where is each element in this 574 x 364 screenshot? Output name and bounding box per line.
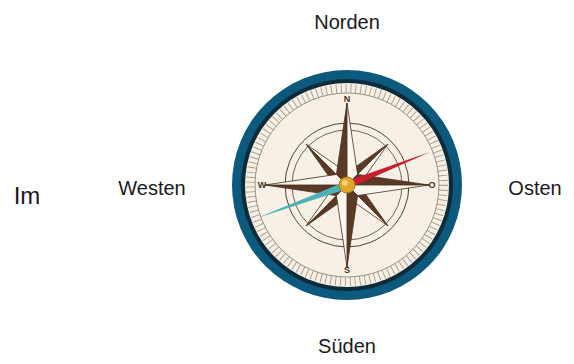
direction-label: Süden (318, 335, 376, 357)
direction-label: Osten (508, 177, 561, 199)
compass-letter: W (258, 181, 267, 191)
caption-fragment: Im (14, 183, 41, 209)
compass-needle (257, 152, 430, 218)
direction-label: Westen (118, 177, 185, 199)
tick-inner-circle (255, 93, 439, 277)
star-point (347, 103, 358, 185)
star-point (336, 185, 347, 267)
direction-label: Norden (314, 11, 380, 33)
outer-ring (232, 70, 462, 300)
needle-north (347, 152, 430, 189)
pivot-highlight (342, 180, 348, 186)
compass-letter: O (428, 181, 435, 191)
star-point (347, 185, 429, 196)
compass-star (265, 103, 429, 267)
needle-pivot (339, 177, 355, 193)
compass-letter: S (344, 266, 350, 276)
needle-south (257, 181, 347, 218)
dark-ring (241, 79, 453, 291)
star-point (336, 103, 347, 185)
compass-letter: N (344, 95, 351, 105)
star-point (265, 174, 347, 185)
compass-face (245, 83, 449, 287)
tick-ring (251, 89, 444, 282)
star-point (347, 185, 358, 267)
